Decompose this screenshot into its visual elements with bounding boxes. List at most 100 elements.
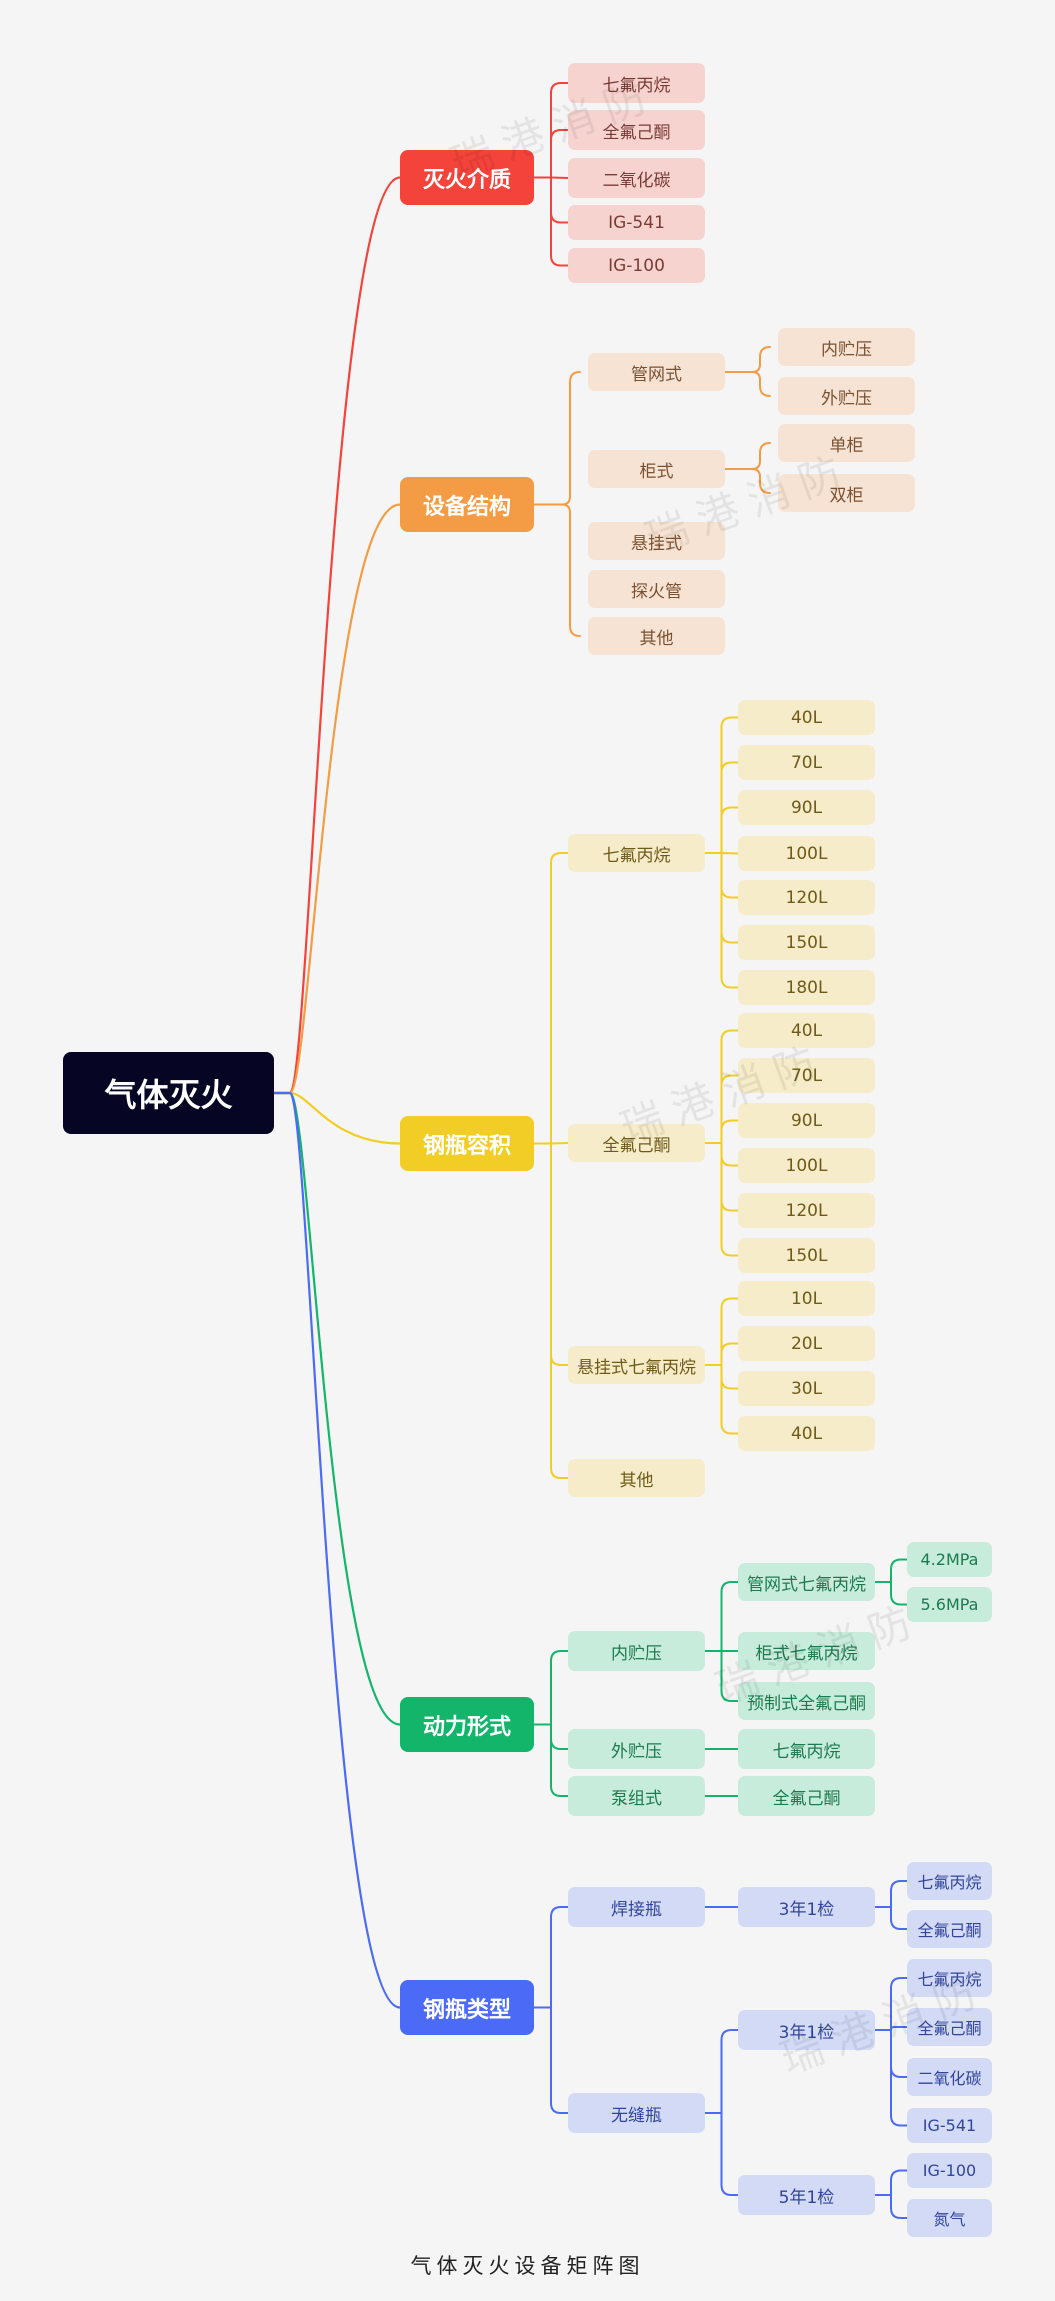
sub-node: 100L — [738, 1148, 875, 1183]
sub-node: 70L — [738, 1058, 875, 1093]
sub-node: 管网式七氟丙烷 — [738, 1563, 875, 1601]
category-node: 泵组式 — [568, 1776, 705, 1816]
category-node: 焊接瓶 — [568, 1887, 705, 1927]
connector-line — [720, 1342, 739, 1366]
leaf-node: IG-541 — [907, 2108, 992, 2143]
connector-line — [550, 1650, 569, 1726]
connector-line — [890, 1977, 908, 2031]
connector-line — [720, 1142, 739, 1167]
sub-node: 40L — [738, 1013, 875, 1048]
trunk-connector — [272, 1091, 402, 1726]
connector-line — [720, 1119, 739, 1144]
branch-node: 动力形式 — [400, 1697, 534, 1752]
connector-line — [550, 82, 569, 179]
sub-node: 3年1检 — [738, 1887, 875, 1927]
sub-node: 90L — [738, 790, 875, 825]
connector-line — [550, 1723, 569, 1750]
sub-node: 外贮压 — [778, 377, 915, 415]
leaf-node: 全氟己酮 — [907, 1910, 992, 1948]
sub-node: 预制式全氟己酮 — [738, 1682, 875, 1720]
category-node: 无缝瓶 — [568, 2093, 705, 2133]
category-node: 悬挂式 — [588, 522, 725, 560]
sub-node: 内贮压 — [778, 328, 915, 366]
connector-line — [890, 2026, 908, 2031]
sub-node: 10L — [738, 1281, 875, 1316]
root-node: 气体灭火 — [63, 1052, 274, 1134]
sub-node: 20L — [738, 1326, 875, 1361]
leaf-node: 七氟丙烷 — [907, 1959, 992, 1997]
connector-line — [550, 1906, 569, 2009]
connector-line — [720, 1650, 739, 1702]
sub-node: 3年1检 — [738, 2010, 875, 2050]
connector-line — [890, 2194, 908, 2219]
category-node: 内贮压 — [568, 1631, 705, 1671]
category-node: IG-541 — [568, 205, 705, 240]
leaf-node: 七氟丙烷 — [907, 1862, 992, 1900]
connector-line — [550, 1142, 569, 1366]
trunk-connector — [272, 176, 402, 1095]
leaf-node: 二氧化碳 — [907, 2058, 992, 2096]
sub-node: 双柜 — [778, 474, 915, 512]
connector-line — [720, 1074, 739, 1144]
connector-line — [890, 1581, 908, 1606]
leaf-node: 全氟己酮 — [907, 2008, 992, 2046]
category-node: 二氧化碳 — [568, 158, 705, 198]
sub-node: 180L — [738, 970, 875, 1005]
connector-line — [720, 1142, 739, 1257]
connector-line — [720, 1364, 739, 1390]
connector-line — [890, 2029, 908, 2078]
trunk-connector — [272, 503, 402, 1095]
curly-brace-connector — [751, 442, 771, 494]
leaf-node: 氮气 — [907, 2199, 992, 2237]
connector-line — [550, 176, 569, 179]
category-node: 全氟己酮 — [568, 110, 705, 150]
connector-line — [890, 1880, 908, 1908]
connector-line — [550, 2006, 569, 2114]
sub-node: 5年1检 — [738, 2175, 875, 2215]
sub-node: 70L — [738, 745, 875, 780]
sub-node: 120L — [738, 880, 875, 915]
sub-node: 120L — [738, 1193, 875, 1228]
connector-line — [550, 1142, 569, 1145]
branch-node: 钢瓶容积 — [400, 1116, 534, 1171]
sub-node: 30L — [738, 1371, 875, 1406]
connector-line — [720, 1029, 739, 1144]
sub-node: 150L — [738, 925, 875, 960]
sub-node: 单柜 — [778, 424, 915, 462]
connector-line — [720, 1364, 739, 1435]
branch-node: 钢瓶类型 — [400, 1980, 534, 2035]
connector-line — [890, 1558, 908, 1583]
connector-line — [720, 1142, 739, 1212]
trunk-connector — [272, 1091, 402, 2009]
category-node: 其他 — [588, 617, 725, 655]
connector-line — [720, 852, 739, 855]
connector-line — [550, 852, 569, 1145]
connector-line — [720, 806, 739, 854]
curly-brace-connector — [561, 371, 581, 637]
diagram-caption: 气体灭火设备矩阵图 — [410, 2254, 645, 2278]
connector-line — [890, 2029, 908, 2127]
sub-node: 柜式七氟丙烷 — [738, 1632, 875, 1670]
category-node: 七氟丙烷 — [568, 834, 705, 872]
category-node: 外贮压 — [568, 1729, 705, 1769]
branch-node: 灭火介质 — [400, 150, 534, 205]
connector-line — [720, 852, 739, 989]
sub-node: 40L — [738, 1416, 875, 1451]
connector-line — [720, 2029, 739, 2114]
trunk-connector — [272, 1091, 402, 1145]
category-node: 柜式 — [588, 450, 725, 488]
category-node: 探火管 — [588, 570, 725, 608]
sub-node: 七氟丙烷 — [738, 1729, 875, 1769]
connector-line — [890, 1906, 908, 1930]
category-node: 悬挂式七氟丙烷 — [568, 1346, 705, 1384]
connector-line — [720, 716, 739, 854]
category-node: 全氟己酮 — [568, 1124, 705, 1162]
connector-line — [550, 176, 569, 267]
sub-node: 100L — [738, 836, 875, 871]
sub-node: 150L — [738, 1238, 875, 1273]
category-node: 管网式 — [588, 353, 725, 391]
connector-line — [720, 2112, 739, 2196]
sub-node: 90L — [738, 1103, 875, 1138]
connector-line — [720, 852, 739, 899]
